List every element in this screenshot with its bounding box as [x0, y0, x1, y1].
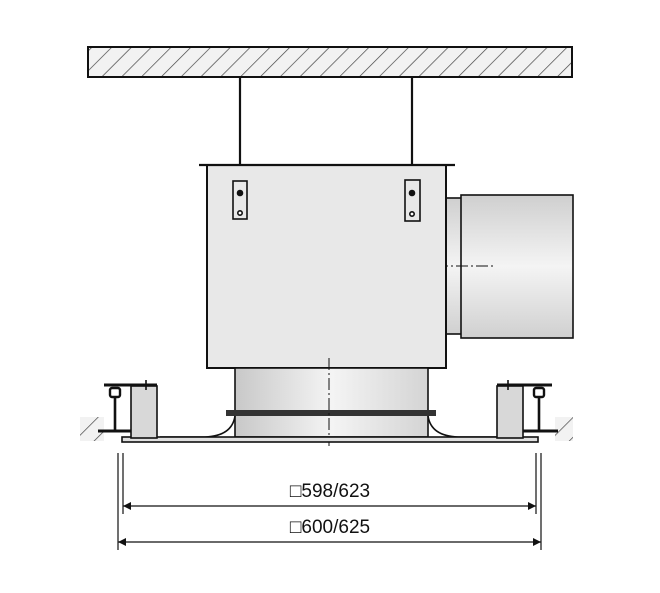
right-ceiling-grid [496, 380, 573, 441]
outer-dimension-label: □600/625 [290, 517, 370, 538]
left-ceiling-grid [80, 380, 158, 441]
inner-dimension-label: □598/623 [290, 481, 370, 502]
dimension-lines [117, 453, 542, 550]
connection-duct [436, 194, 574, 339]
hanger-brackets [232, 179, 421, 222]
diffuser-neck [160, 358, 500, 446]
ceiling-slab [87, 46, 573, 78]
face-plate [121, 436, 539, 443]
